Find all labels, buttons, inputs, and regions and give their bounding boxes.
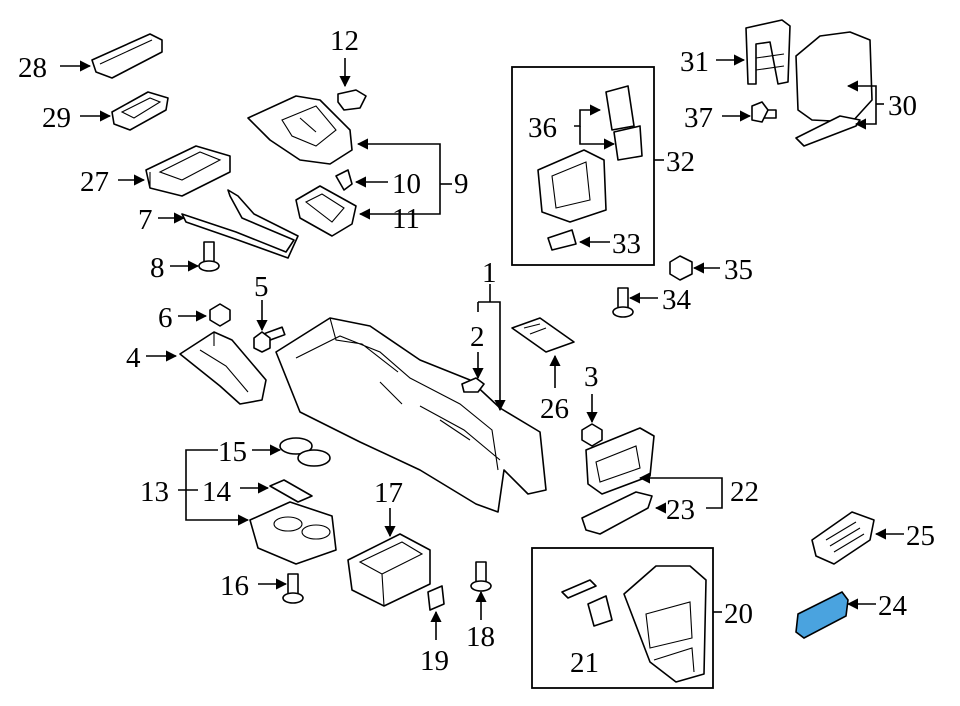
part-32-housing[interactable] xyxy=(537,149,607,223)
part-3-nut[interactable] xyxy=(581,423,603,447)
callout-19: 19 xyxy=(420,645,449,677)
callout-4: 4 xyxy=(126,342,141,374)
part-7-seal[interactable] xyxy=(181,189,299,259)
part-17-storage-bin[interactable] xyxy=(347,533,431,607)
part-10-bracket[interactable] xyxy=(335,169,353,191)
part-37-screw[interactable] xyxy=(751,101,777,123)
callout-35: 35 xyxy=(724,254,753,286)
callout-13: 13 xyxy=(140,476,169,508)
part-16-bolt[interactable] xyxy=(282,573,304,604)
callout-34: 34 xyxy=(662,284,692,316)
part-19-clip[interactable] xyxy=(427,585,445,611)
callout-29: 29 xyxy=(42,102,71,134)
part-31-latch[interactable] xyxy=(745,19,791,85)
part-13-cupholder[interactable] xyxy=(249,501,337,565)
callout-3: 3 xyxy=(584,361,599,393)
callout-labels: 28 29 27 7 8 12 10 9 11 6 5 4 1 2 26 3 2… xyxy=(18,25,935,679)
callout-23: 23 xyxy=(666,494,695,526)
callout-27: 27 xyxy=(80,166,109,198)
part-6-nut[interactable] xyxy=(209,303,231,327)
callout-12: 12 xyxy=(330,25,359,57)
part-8-bolt[interactable] xyxy=(198,241,220,272)
part-29-tray[interactable] xyxy=(111,91,169,131)
part-20-rear-panel[interactable] xyxy=(623,565,707,683)
callout-20: 20 xyxy=(724,598,753,630)
callout-31: 31 xyxy=(680,46,709,78)
part-4-bracket[interactable] xyxy=(179,331,267,405)
callout-17: 17 xyxy=(374,477,403,509)
callout-1: 1 xyxy=(482,257,497,289)
callout-15: 15 xyxy=(218,436,247,468)
callout-14: 14 xyxy=(202,476,232,508)
part-36-clips[interactable] xyxy=(605,85,643,161)
callout-26: 26 xyxy=(540,393,569,425)
callout-2: 2 xyxy=(470,321,485,353)
part-14-strip[interactable] xyxy=(269,479,313,503)
callout-16: 16 xyxy=(220,570,249,602)
callout-33: 33 xyxy=(612,228,641,260)
part-26-panel[interactable] xyxy=(511,317,575,353)
part-15-mat[interactable] xyxy=(279,437,331,467)
callout-32: 32 xyxy=(666,146,695,178)
part-5-bolt[interactable] xyxy=(253,326,286,353)
callout-28: 28 xyxy=(18,52,47,84)
callout-9: 9 xyxy=(454,168,469,200)
callout-6: 6 xyxy=(158,302,173,334)
leader-lines xyxy=(60,54,904,640)
callout-10: 10 xyxy=(392,168,421,200)
group-box-20 xyxy=(531,547,714,689)
part-11-ring[interactable] xyxy=(295,185,357,237)
callout-18: 18 xyxy=(466,621,495,653)
part-9-bezel[interactable] xyxy=(247,95,353,165)
callout-5: 5 xyxy=(254,271,269,303)
part-27-bin[interactable] xyxy=(145,145,231,197)
group-box-32 xyxy=(511,66,655,266)
part-30-armrest[interactable] xyxy=(795,31,873,147)
part-33-insert[interactable] xyxy=(547,229,577,251)
part-34-bolt[interactable] xyxy=(612,287,634,318)
part-28-trim[interactable] xyxy=(91,33,163,79)
part-18-bolt[interactable] xyxy=(470,561,492,592)
callout-25: 25 xyxy=(906,520,935,552)
part-35-nut[interactable] xyxy=(669,255,693,281)
callout-37: 37 xyxy=(684,102,713,134)
callout-8: 8 xyxy=(150,252,165,284)
part-23-trim[interactable] xyxy=(581,491,653,535)
part-21-inserts[interactable] xyxy=(561,579,613,627)
part-1-console[interactable] xyxy=(275,317,547,513)
callout-21: 21 xyxy=(570,647,599,679)
callout-30: 30 xyxy=(888,90,917,122)
callout-7: 7 xyxy=(138,204,153,236)
callout-24: 24 xyxy=(878,590,908,622)
part-25-vent[interactable] xyxy=(811,511,875,565)
part-12-clip[interactable] xyxy=(337,89,367,111)
part-24-cover[interactable] xyxy=(795,590,849,639)
callout-22: 22 xyxy=(730,476,759,508)
callout-11: 11 xyxy=(392,203,420,235)
callout-36: 36 xyxy=(528,112,557,144)
